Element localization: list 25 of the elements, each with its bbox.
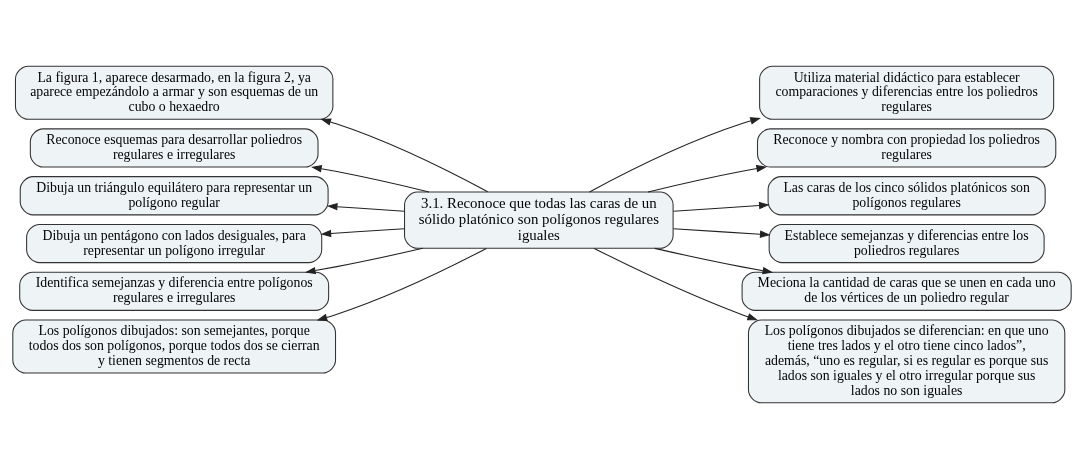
arrow bbox=[316, 247, 487, 321]
node-box: Las caras de los cinco sólidos platónicos son polígonos regulares bbox=[767, 176, 1046, 216]
node-box: Dibuja un triángulo equilátero para representar un polígono regular bbox=[19, 176, 329, 216]
node-box: Los polígonos dibujados: son semejantes, porque todos dos son polígonos, porque todos dos se cierran y tienen segmentos de recta bbox=[12, 319, 337, 374]
arrow bbox=[305, 247, 424, 275]
arrow bbox=[326, 202, 405, 212]
node-box: Dibuja un pentágono con lados desiguales, para representar un polígono irregular bbox=[26, 223, 323, 264]
node-box: Reconoce esquemas para desarrollar poliedros regulares e irregulares bbox=[29, 128, 319, 168]
node-box: 3.1. Reconoce que todas las caras de un sólido platónico son polígonos regulares iguales bbox=[404, 191, 674, 249]
arrow bbox=[320, 118, 489, 193]
arrow bbox=[672, 201, 770, 212]
arrow bbox=[588, 117, 761, 193]
arrow bbox=[320, 228, 405, 238]
arrow bbox=[654, 247, 774, 275]
node-box: Los polígonos dibujados se diferencian: en que uno tiene tres lados y el otro tiene cinco lados”, además, “uno es regular, si es regular es porque sus lados son iguales y el otro irregular porque sus lados no son iguales bbox=[747, 319, 1066, 404]
node-box: Utiliza material didáctico para establecer comparaciones y diferencias entre los poliedros regulares bbox=[759, 65, 1055, 120]
arrow bbox=[311, 165, 430, 193]
arrow bbox=[593, 247, 758, 321]
arrow bbox=[647, 165, 767, 193]
node-box: Meciona la cantidad de caras que se unen en cada uno de los vértices de un poliedro regular bbox=[741, 271, 1072, 311]
arrow bbox=[672, 228, 771, 238]
node-box: Identifica semejanzas y diferencia entre polígonos regulares e irregulares bbox=[19, 271, 330, 311]
node-box: Reconoce y nombra con propiedad los poliedros regulares bbox=[756, 128, 1057, 168]
node-box: La figura 1, aparece desarmado, en la figura 2, ya aparece empezándolo a armar y son esquemas de un cubo o hexaedro bbox=[14, 65, 334, 120]
node-box: Establece semejanzas y diferencias entre los poliedros regulares bbox=[768, 223, 1045, 264]
